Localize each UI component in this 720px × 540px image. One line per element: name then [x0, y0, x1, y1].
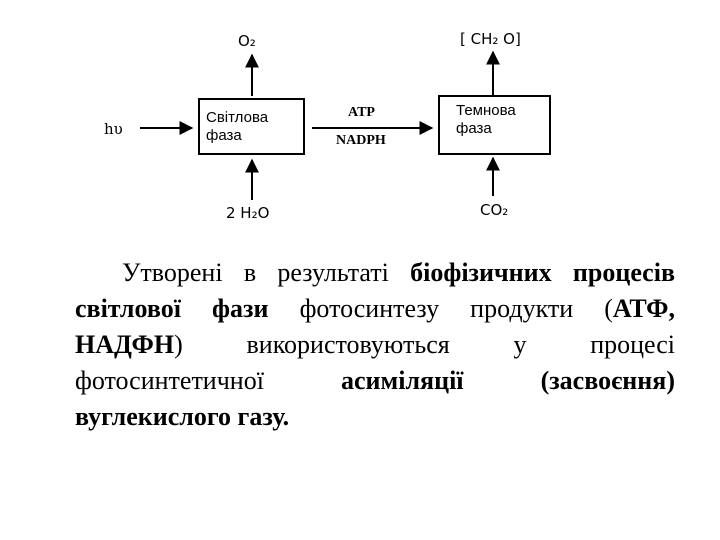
water-label: 2 H₂O: [226, 204, 270, 222]
carbohydrate-label: [ CH₂ O]: [460, 30, 521, 48]
atp-label: ATP: [348, 105, 375, 120]
dark-phase-box: Темнова фаза: [438, 95, 551, 155]
co2-label: CO₂: [480, 201, 509, 219]
paragraph-text-4: ) використовуються у процесі фотосинтети…: [75, 330, 675, 395]
o2-label: O₂: [238, 32, 256, 50]
paragraph: Утворені в результаті біофізичних процес…: [75, 255, 675, 435]
photosynthesis-diagram: hυ O₂ 2 H₂O Світлова фаза ATP NADPH Темн…: [0, 0, 720, 250]
paragraph-bold-2: світлової фази: [75, 294, 269, 323]
paragraph-text-1: Утворені в результаті: [122, 258, 411, 287]
dark-phase-label: Темнова фаза: [456, 102, 516, 137]
light-energy-label: hυ: [104, 120, 123, 138]
paragraph-bold-1: біофізичних процесів: [410, 258, 675, 287]
paragraph-bold-4: асиміляції (засвоєння) вуглекислого газу…: [75, 366, 675, 431]
paragraph-bold-3: АТФ, НАДФН: [75, 294, 675, 359]
light-phase-box: Світлова фаза: [198, 98, 305, 155]
paragraph-text-3: фотосинтезу продукти (: [268, 294, 613, 323]
nadph-label: NADPH: [336, 133, 386, 148]
diagram-arrows: [140, 50, 500, 200]
light-phase-label: Світлова фаза: [206, 109, 269, 144]
